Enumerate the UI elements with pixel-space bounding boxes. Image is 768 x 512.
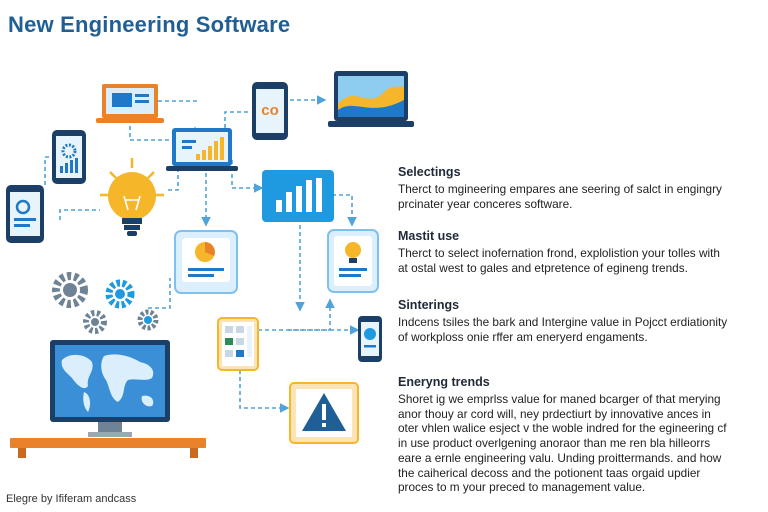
gears-icon xyxy=(52,272,159,334)
tablet-gear-chart-icon xyxy=(52,130,86,184)
warning-triangle-icon xyxy=(289,382,359,444)
phone-profile-icon xyxy=(6,185,44,243)
bar-chart-screen-icon xyxy=(262,170,334,222)
section-body: Therct to mgineering empares ane seering… xyxy=(398,182,722,211)
laptop-chart-icon xyxy=(166,128,238,171)
phone-circle-icon xyxy=(358,316,382,362)
section-selectings: Selectings Therct to mgineering empares … xyxy=(398,165,728,211)
section-body: Therct to select inofernation frond, exp… xyxy=(398,246,720,275)
phone-co-label: co xyxy=(261,102,279,119)
bulb-card-icon xyxy=(327,229,379,293)
data-grid-card-icon xyxy=(217,317,259,371)
target-card-icon xyxy=(174,230,238,294)
laptop-wave-icon xyxy=(328,71,414,127)
section-body: Indcens tsiles the bark and Intergine va… xyxy=(398,315,728,344)
footer-credit: Elegre by Ififeram andcass xyxy=(6,493,137,505)
section-heading: Sinterings xyxy=(398,298,460,312)
section-eneryng-trends: Eneryng trends Shoret ig we emprlss valu… xyxy=(398,375,728,495)
section-heading: Mastit use xyxy=(398,229,460,243)
phone-co-icon: co xyxy=(252,82,288,140)
section-mastit-use: Mastit use Therct to select inofernation… xyxy=(398,229,728,275)
section-body: Shoret ig we emprlss value for maned bca… xyxy=(398,392,727,495)
section-heading: Eneryng trends xyxy=(398,375,490,389)
section-sinterings: Sinterings Indcens tsiles the bark and I… xyxy=(398,298,728,344)
page-title: New Engineering Software xyxy=(8,12,291,37)
world-map-monitor-icon xyxy=(10,340,206,458)
monitor-chart-icon xyxy=(96,84,164,123)
lightbulb-icon xyxy=(100,158,164,236)
section-heading: Selectings xyxy=(398,165,461,179)
